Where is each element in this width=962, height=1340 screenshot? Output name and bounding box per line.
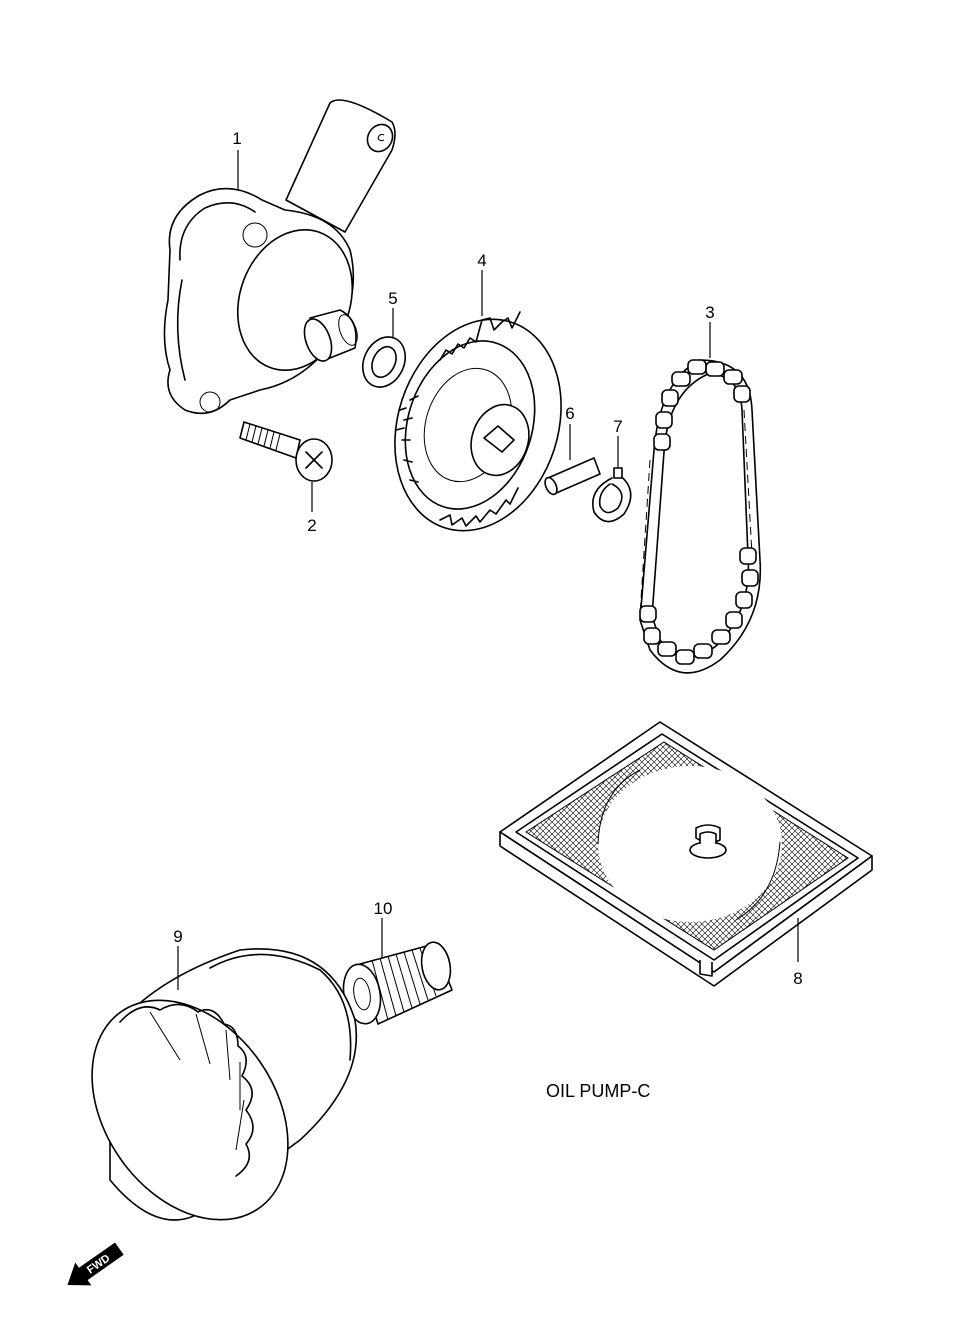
filter-union-icon[interactable]: [339, 940, 454, 1027]
callout-4: 4: [477, 251, 486, 270]
bolt-icon[interactable]: [239, 421, 333, 482]
callout-9: 9: [173, 927, 182, 946]
circlip-icon[interactable]: [592, 467, 632, 523]
callout-10: 10: [374, 899, 393, 918]
callout-labels: 1 2 3 4 5 6 7 8 9 10: [173, 129, 802, 988]
washer-icon[interactable]: [355, 330, 413, 394]
oil-pump-housing-icon[interactable]: [163, 99, 397, 415]
callout-3: 3: [705, 303, 714, 322]
callout-6: 6: [565, 404, 574, 423]
drive-chain-icon[interactable]: [639, 359, 762, 674]
leader-lines: [177, 150, 799, 990]
callout-1: 1: [232, 129, 241, 148]
oil-strainer-icon[interactable]: [499, 721, 873, 987]
diagram-title: OIL PUMP-C: [546, 1081, 650, 1101]
driven-gear-icon[interactable]: [369, 298, 588, 553]
callout-5: 5: [388, 289, 397, 308]
oil-filter-icon[interactable]: [52, 948, 358, 1257]
fwd-arrow-icon: FWD: [67, 1242, 124, 1286]
callout-2: 2: [307, 516, 316, 535]
callout-8: 8: [793, 969, 802, 988]
callout-7: 7: [613, 417, 622, 436]
pin-icon[interactable]: [543, 457, 601, 496]
